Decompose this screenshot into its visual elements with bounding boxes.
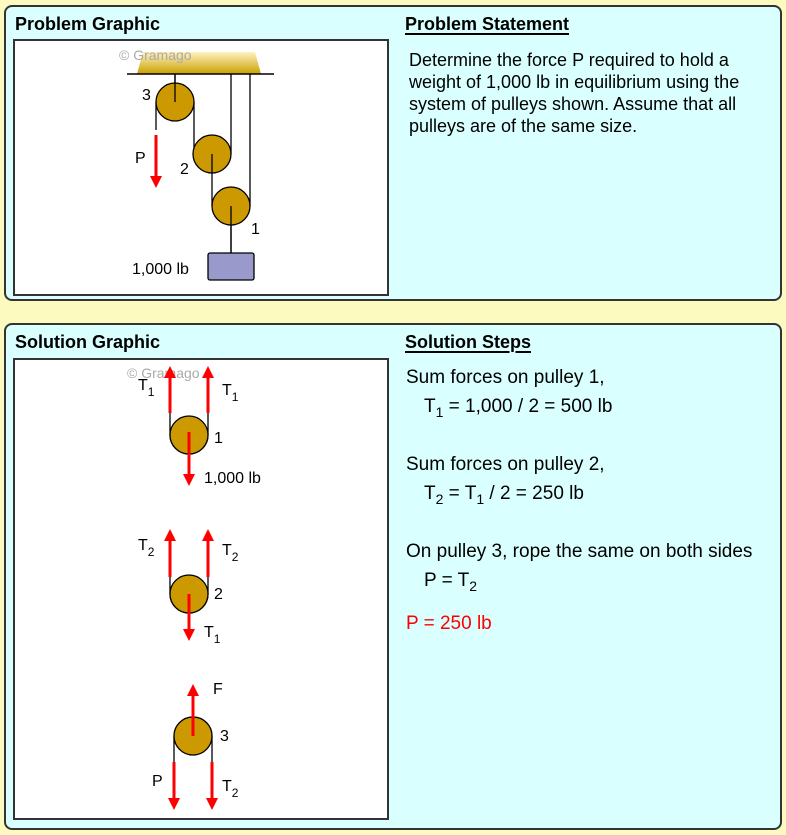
fbd-pulley-2: T2 T2 2 T1: [138, 529, 239, 646]
svg-text:F: F: [213, 681, 223, 698]
svg-text:T2: T2: [222, 542, 239, 564]
solution-graphic: © Gramago T1 T1 1 1,000 lb T2: [13, 358, 389, 820]
svg-text:3: 3: [220, 728, 229, 745]
label-weight: 1,000 lb: [132, 261, 189, 278]
step-3-equation: P = T2: [424, 570, 478, 594]
svg-text:T2: T2: [222, 778, 239, 800]
step-1-text: Sum forces on pulley 1,: [406, 367, 605, 388]
step-2-equation: T2 = T1 / 2 = 250 lb: [424, 483, 584, 507]
solution-steps: Sum forces on pulley 1, T1 = 1,000 / 2 =…: [406, 363, 766, 638]
solution-graphic-title: Solution Graphic: [15, 332, 161, 352]
svg-text:1: 1: [214, 430, 223, 447]
fbd-pulley-1: T1 T1 1 1,000 lb: [138, 366, 261, 487]
svg-text:T1: T1: [222, 382, 239, 404]
free-body-diagrams: © Gramago T1 T1 1 1,000 lb T2: [127, 365, 261, 810]
svg-text:1,000 lb: 1,000 lb: [204, 470, 261, 487]
watermark: © Gramago: [127, 365, 200, 381]
solution-panel: Solution Graphic Solution Steps © Gramag…: [4, 323, 782, 830]
svg-text:T1: T1: [204, 624, 221, 646]
problem-panel: Problem Graphic Problem Statement © Gram…: [4, 5, 782, 301]
final-answer: P = 250 lb: [406, 613, 492, 634]
svg-text:P: P: [152, 773, 163, 790]
svg-text:T1: T1: [138, 377, 155, 399]
step-3-text: On pulley 3, rope the same on both sides: [406, 541, 753, 562]
step-1-equation: T1 = 1,000 / 2 = 500 lb: [424, 396, 613, 420]
label-pulley-1: 1: [251, 221, 260, 238]
step-2-text: Sum forces on pulley 2,: [406, 454, 605, 475]
problem-graphic: © Gramago 3 2 1 P 1: [13, 39, 389, 296]
label-pulley-2: 2: [180, 161, 189, 178]
svg-text:2: 2: [214, 586, 223, 603]
solution-steps-title: Solution Steps: [405, 332, 531, 352]
watermark: © Gramago: [119, 47, 192, 63]
problem-graphic-title: Problem Graphic: [15, 14, 161, 34]
fbd-pulley-3: F 3 P T2: [152, 681, 239, 810]
problem-statement-text: Determine the force P required to hold a…: [409, 50, 740, 136]
problem-statement-title: Problem Statement: [405, 14, 570, 34]
weight-block: [207, 252, 255, 281]
ceiling-support: [137, 52, 261, 74]
svg-text:T2: T2: [138, 537, 155, 559]
label-force-p: P: [135, 150, 146, 167]
pulley-system-diagram: © Gramago 3 2 1 P 1: [119, 47, 274, 281]
label-pulley-3: 3: [142, 87, 151, 104]
